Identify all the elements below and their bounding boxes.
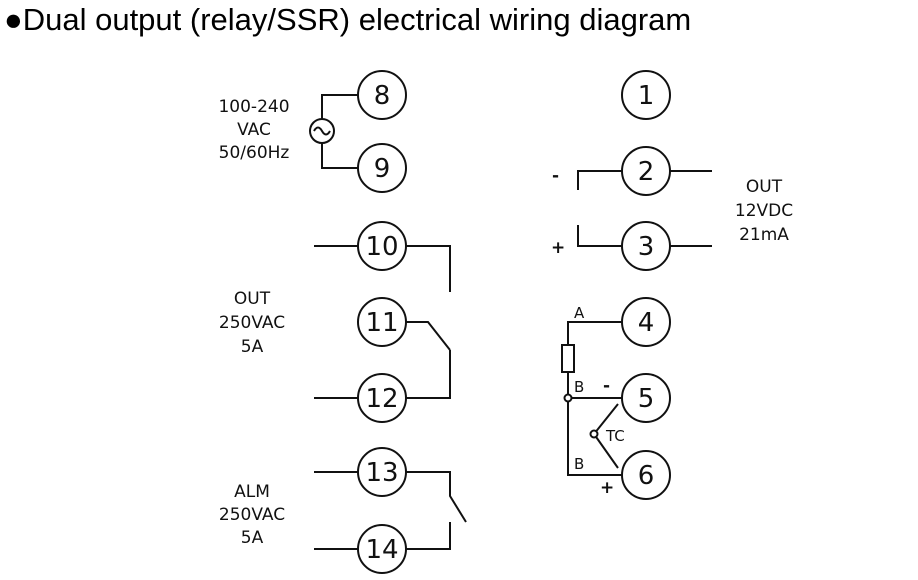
diagram-title: ●Dual output (relay/SSR) electrical wiri…	[4, 2, 692, 37]
ssr-wire-3	[577, 225, 622, 247]
relay-out-voltage: 250VAC	[219, 313, 285, 333]
rtd-resistor-icon	[561, 344, 575, 373]
terminal-12	[357, 373, 407, 423]
power-voltage-range: 100-240	[218, 97, 289, 117]
terminal-14-label: 14	[365, 535, 398, 565]
terminal-4	[621, 297, 671, 347]
rtd-wire-b2	[567, 398, 622, 476]
ssr-out-current: 21mA	[739, 225, 789, 245]
power-type: VAC	[237, 120, 271, 140]
rtd-b-label: B	[574, 378, 584, 396]
terminal-13	[357, 447, 407, 497]
b-junction-icon	[563, 393, 573, 403]
terminal-3	[621, 221, 671, 271]
ssr-out-label: OUT	[746, 177, 783, 197]
relay-out-current: 5A	[241, 337, 264, 357]
terminal-8-label: 8	[374, 81, 391, 111]
terminal-1	[621, 70, 671, 120]
terminal-4-label: 4	[638, 308, 655, 338]
tc-label: TC	[605, 427, 625, 445]
alarm-current: 5A	[241, 528, 264, 548]
ssr-out-voltage: 12VDC	[735, 201, 793, 221]
terminal-10	[357, 221, 407, 271]
rtd-wire-a	[567, 321, 622, 345]
terminal-13-label: 13	[365, 458, 398, 488]
terminal-9-label: 9	[374, 154, 391, 184]
terminal-12-label: 12	[365, 384, 398, 414]
rtd-b2-label: B	[574, 455, 584, 473]
rtd-a-label: A	[574, 304, 585, 322]
ssr-plus-sign: +	[551, 238, 565, 258]
tc-junction-icon	[589, 429, 599, 439]
ac-wave	[313, 126, 331, 136]
alarm-voltage: 250VAC	[219, 505, 285, 525]
alarm-label: ALM	[234, 482, 270, 502]
ssr-minus-sign: -	[552, 166, 559, 186]
terminal-1-label: 1	[638, 81, 655, 111]
terminal-6	[621, 450, 671, 500]
terminal-3-label: 3	[638, 232, 655, 262]
tc-minus-sign: -	[603, 376, 610, 396]
relay-out-label: OUT	[234, 289, 271, 309]
terminal-14	[357, 524, 407, 574]
terminal-5	[621, 373, 671, 423]
terminal-11	[357, 297, 407, 347]
terminal-10-label: 10	[365, 232, 398, 262]
terminal-8	[357, 70, 407, 120]
terminal-2-label: 2	[638, 157, 655, 187]
relay-wire-10-right	[406, 245, 451, 292]
relay-contact	[406, 321, 451, 351]
alarm-wire-14-right	[406, 522, 451, 550]
ssr-wire-2	[577, 170, 622, 190]
terminal-6-label: 6	[638, 461, 655, 491]
relay-wire-12-right	[406, 350, 451, 399]
terminal-2	[621, 146, 671, 196]
terminal-9	[357, 143, 407, 193]
power-frequency: 50/60Hz	[219, 143, 290, 163]
tc-plus-sign: +	[600, 478, 614, 498]
terminal-11-label: 11	[365, 308, 398, 338]
alarm-wire-13-right	[406, 471, 467, 523]
terminal-5-label: 5	[638, 384, 655, 414]
